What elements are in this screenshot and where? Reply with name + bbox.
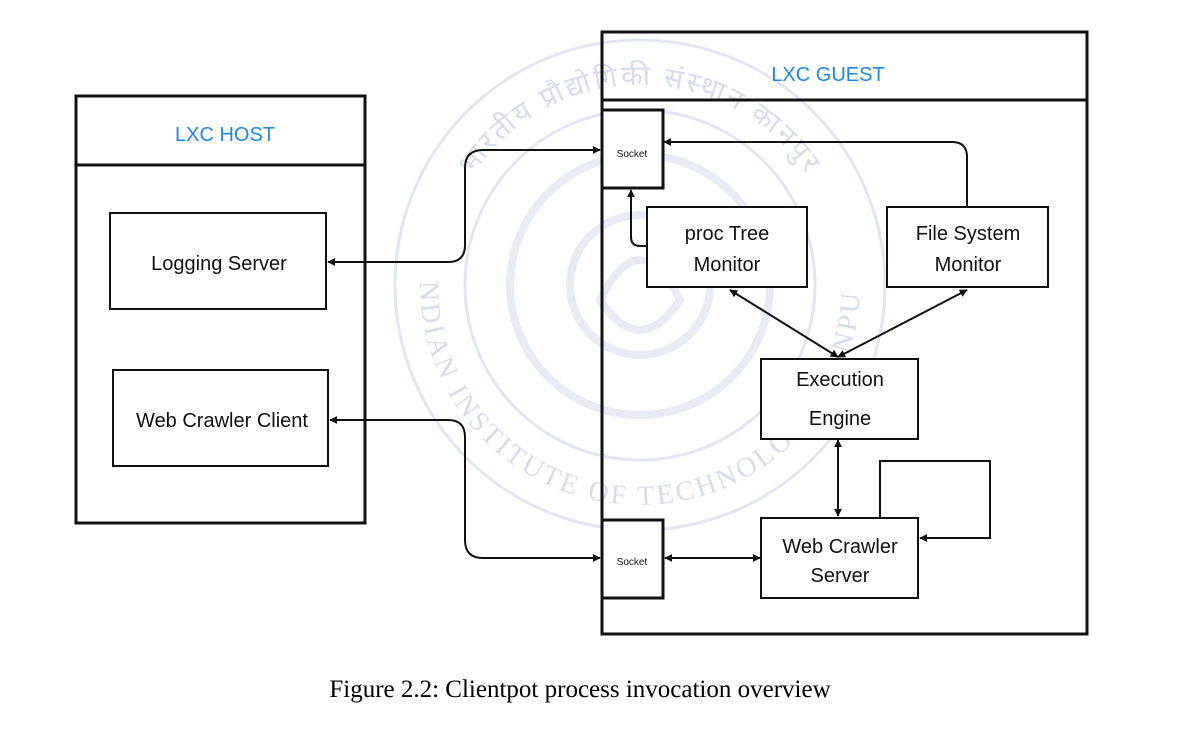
execution-engine-label-line2: Engine [809,408,871,430]
filesystem-engine-connector [837,289,968,358]
proctree-engine-connector [729,289,839,358]
socket-bottom: Socket [600,518,665,600]
web-crawler-server-label-line2: Server [811,565,870,587]
client-socket-connector [329,416,601,562]
web-crawler-client-box: Web Crawler Client [112,369,329,467]
lxc-host-title: LXC HOST [175,124,275,146]
filesystem-to-socket-connector [663,138,968,206]
socket-top-label: Socket [617,149,648,160]
file-system-monitor-box: File System Monitor [886,206,1049,288]
lxc-guest-title: LXC GUEST [771,64,884,86]
proctree-to-socket-connector [627,189,647,247]
connectors [327,138,991,562]
web-crawler-server-label-line1: Web Crawler [782,536,898,558]
proc-tree-monitor-label-line1: proc Tree [685,223,769,245]
web-crawler-server-box: Web Crawler Server [760,517,919,599]
web-crawler-client-label: Web Crawler Client [136,410,308,432]
socket-top: Socket [600,108,665,190]
proc-tree-monitor-label-line2: Monitor [694,254,761,276]
lxc-host-container: LXC HOST [74,94,367,525]
file-system-monitor-label-line2: Monitor [935,254,1002,276]
file-system-monitor-label-line1: File System [916,223,1020,245]
execution-engine-box: Execution Engine [760,358,919,440]
logging-server-label: Logging Server [151,253,287,275]
figure-caption: Figure 2.2: Clientpot process invocation… [329,676,830,703]
server-self-loop-connector [879,460,991,542]
lxc-guest-container: LXC GUEST [600,30,1089,636]
socket-bottom-label: Socket [617,557,648,568]
execution-engine-label-line1: Execution [796,369,884,391]
proc-tree-monitor-box: proc Tree Monitor [646,206,808,288]
logging-socket-connector [327,146,601,266]
logging-server-box: Logging Server [109,212,327,310]
